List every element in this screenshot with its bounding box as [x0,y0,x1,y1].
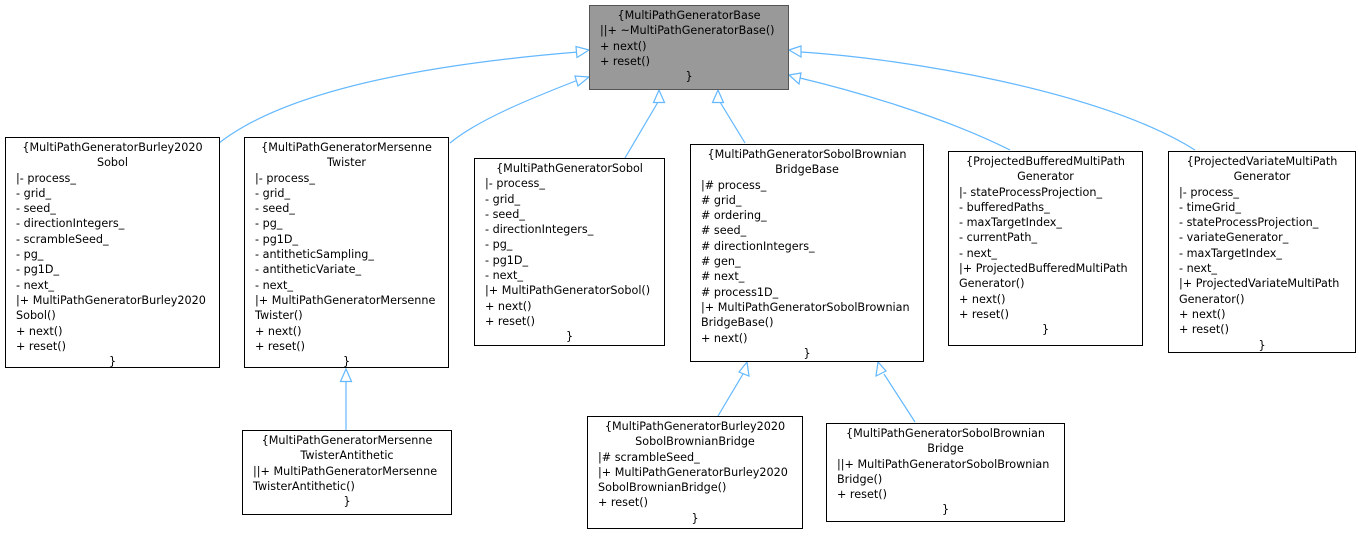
class-name: {MultiPathGeneratorBase [617,9,761,22]
class-node-mersenne-twister[interactable]: {MultiPathGeneratorMersenne Twister |- p… [244,137,449,368]
class-node-projected-variate[interactable]: {ProjectedVariateMultiPath Generator |- … [1168,151,1356,353]
class-members: ||+ MultiPathGeneratorMersenne TwisterAn… [253,464,438,493]
class-close-brace: } [941,503,950,517]
arrowhead-sobol-bb-base-left [738,360,750,377]
edge-projected-buffered-to-base [799,77,1011,151]
edge-projected-variate-to-base [799,51,1196,151]
edge-sobol-bb-to-sobol-bb-base [883,373,916,423]
class-name: {MultiPathGeneratorSobol [496,162,643,175]
class-node-burley-sobol[interactable]: {MultiPathGeneratorBurley2020 Sobol |- p… [5,137,220,368]
arrowhead-base-bottom-left [652,88,666,104]
class-close-brace: } [343,495,351,509]
class-node-projected-buffered[interactable]: {ProjectedBufferedMultiPath Generator |-… [948,151,1143,346]
class-name: {MultiPathGeneratorBurley2020 SobolBrown… [604,420,786,449]
class-methods: |+ MultiPathGeneratorSobol() + next() + … [485,284,651,328]
class-methods: + next() + reset() [600,39,650,68]
class-close-brace: } [108,355,117,369]
class-members: |# scrambleSeed_ [598,450,700,464]
class-name: {MultiPathGeneratorMersenne TwisterAntit… [261,434,433,463]
class-close-brace: } [691,511,699,525]
class-close-brace: } [1258,338,1266,352]
class-methods: |+ MultiPathGeneratorSobolBrownian Bridg… [701,300,910,345]
arrowhead-sobol-bb-base-right [875,360,887,378]
arrowhead-base-right-bottom [787,72,802,86]
class-name: {MultiPathGeneratorSobolBrownian BridgeB… [707,148,907,177]
class-members: ||+ MultiPathGeneratorSobolBrownian Brid… [837,457,1050,486]
class-methods: |+ MultiPathGeneratorBurley2020 SobolBro… [598,465,788,510]
class-name: {MultiPathGeneratorMersenne Twister [261,141,432,170]
class-name: {ProjectedVariateMultiPath Generator [1186,155,1338,184]
class-close-brace: } [1041,323,1050,337]
edge-sobol-to-base [624,101,659,159]
class-node-sobol-brownian-bridge-base[interactable]: {MultiPathGeneratorSobolBrownian BridgeB… [690,144,924,362]
edge-burley-bb-to-sobol-bb-base [717,373,744,417]
class-node-mersenne-twister-antithetic[interactable]: {MultiPathGeneratorMersenne TwisterAntit… [242,430,452,515]
class-name: {MultiPathGeneratorBurley2020 Sobol [22,141,203,170]
class-methods: |+ MultiPathGeneratorBurley2020 Sobol() … [16,293,206,353]
class-members: |- process_ - grid_ - seed_ - directionI… [16,171,125,292]
class-methods: |+ ProjectedBufferedMultiPath Generator(… [959,262,1128,321]
class-close-brace: } [685,70,693,84]
class-close-brace: } [565,330,574,344]
class-methods: |+ MultiPathGeneratorMersenne Twister() … [255,293,436,353]
class-close-brace: } [803,346,811,360]
edge-burley-sobol-to-base [218,51,579,144]
class-close-brace: } [342,355,351,369]
edge-sobol-bb-base-to-base [719,101,746,144]
arrowhead-base-right-top [787,45,802,59]
class-name: {MultiPathGeneratorSobolBrownian Bridge [845,427,1046,456]
class-members: |- process_ - timeGrid_ - stateProcessPr… [1179,185,1319,276]
edge-mersenne-to-base [449,79,579,144]
class-members: |- process_ - grid_ - seed_ - directionI… [485,177,594,283]
arrowhead-base-left-top [575,45,591,59]
class-name: {ProjectedBufferedMultiPath Generator [966,155,1125,184]
class-node-sobol[interactable]: {MultiPathGeneratorSobol |- process_ - g… [474,158,665,346]
class-methods: |+ ProjectedVariateMultiPath Generator()… [1179,277,1340,337]
class-node-burley-sobol-brownian-bridge[interactable]: {MultiPathGeneratorBurley2020 SobolBrown… [587,416,803,529]
arrowhead-base-bottom-right [711,88,725,104]
class-node-multipath-generator-base[interactable]: {MultiPathGeneratorBase ||+ ~MultiPathGe… [589,5,789,90]
class-members: |- process_ - grid_ - seed_ - pg_ - pg1D… [255,171,374,292]
class-members: |# process_ # grid_ # ordering_ # seed_ … [701,178,815,299]
class-node-sobol-brownian-bridge[interactable]: {MultiPathGeneratorSobolBrownian Bridge … [826,423,1065,522]
arrowhead-mersenne [339,367,353,383]
arrowhead-base-left-bottom [574,75,591,88]
class-methods: + reset() [837,488,887,502]
class-members: ||+ ~MultiPathGeneratorBase() [600,24,775,38]
class-members: |- stateProcessProjection_ - bufferedPat… [959,185,1103,260]
